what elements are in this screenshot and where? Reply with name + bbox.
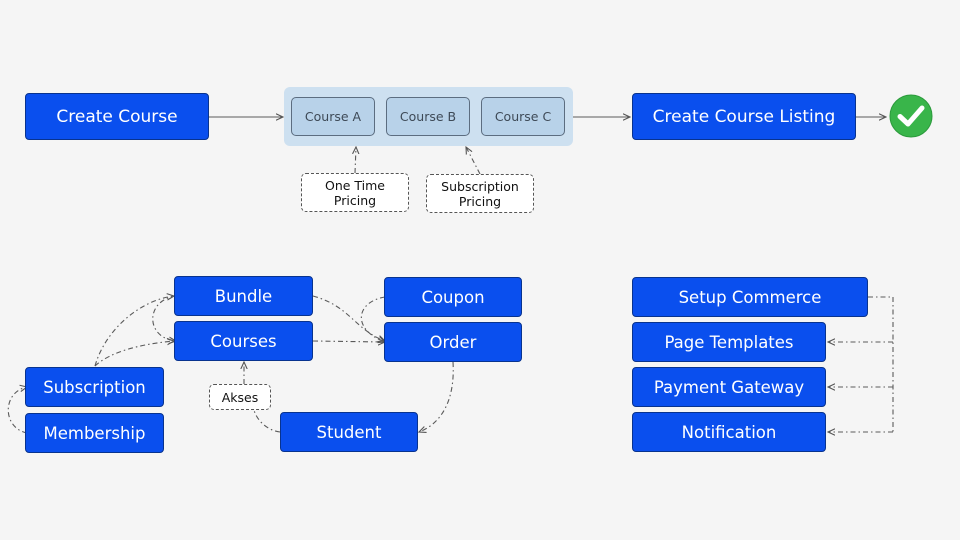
subscription-pricing-note: Subscription Pricing [426, 174, 534, 213]
one-time-pricing-note: One Time Pricing [301, 173, 409, 212]
subscription-node[interactable]: Subscription [25, 367, 164, 407]
coupon-node[interactable]: Coupon [384, 277, 522, 317]
page-templates-node[interactable]: Page Templates [632, 322, 826, 362]
one-time-pricing-line1: One Time [324, 177, 386, 193]
bundle-to-order-link [312, 295, 385, 341]
create-course-node[interactable]: Create Course [25, 93, 209, 140]
one-time-pricing-arrow [355, 147, 356, 174]
order-node[interactable]: Order [384, 322, 522, 362]
create-course-listing-node[interactable]: Create Course Listing [632, 93, 856, 140]
bundle-node[interactable]: Bundle [174, 276, 313, 316]
courses-to-order-link [312, 341, 385, 342]
student-node[interactable]: Student [280, 412, 418, 452]
coupon-to-order-link [360, 296, 385, 342]
subscription-pricing-line2: Pricing [458, 193, 502, 209]
one-time-pricing-line2: Pricing [333, 192, 377, 208]
subscription-to-courses-link [94, 341, 174, 367]
subscription-to-bundle-link [94, 296, 174, 367]
subscription-pricing-line1: Subscription [441, 178, 519, 194]
courses-node[interactable]: Courses [174, 321, 313, 361]
membership-node[interactable]: Membership [25, 413, 164, 453]
notification-node[interactable]: Notification [632, 412, 826, 452]
course-a-node[interactable]: Course A [291, 97, 375, 136]
setup-commerce-bracket-link [868, 296, 894, 432]
subscription-pricing-arrow [466, 147, 481, 175]
student-to-akses-link [253, 409, 281, 433]
course-b-node[interactable]: Course B [386, 97, 470, 136]
check-circle-icon [889, 94, 933, 138]
setup-commerce-node[interactable]: Setup Commerce [632, 277, 868, 317]
order-to-student-link [419, 361, 454, 432]
bundle-courses-loop-link [152, 295, 176, 341]
akses-note: Akses [209, 384, 271, 410]
payment-gateway-node[interactable]: Payment Gateway [632, 367, 826, 407]
course-c-node[interactable]: Course C [481, 97, 565, 136]
